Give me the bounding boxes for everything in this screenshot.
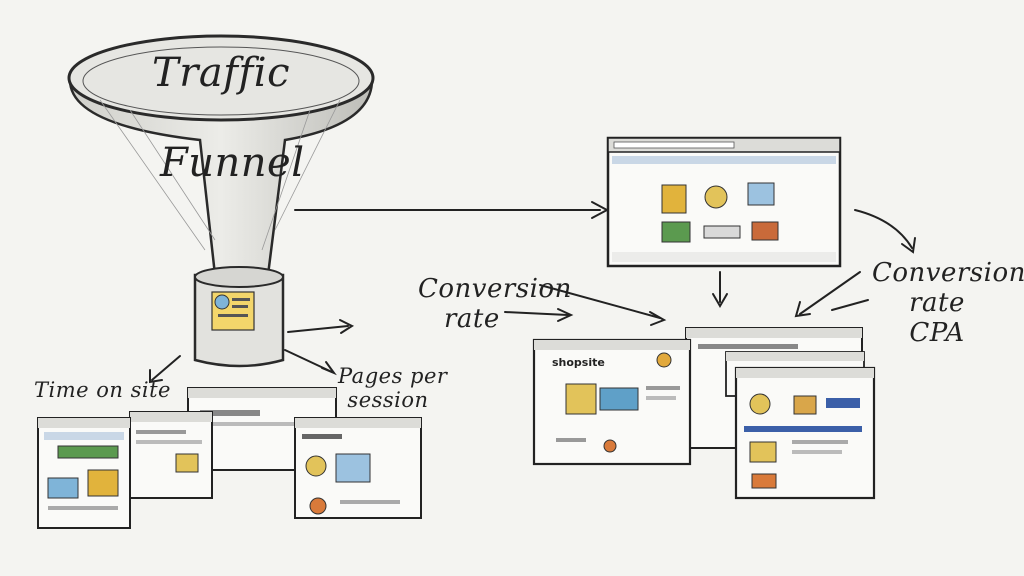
pages-per-session-label: Pages per session [338,364,448,412]
conversion-rate-left-line2: rate [444,304,500,334]
pages-per-session-line2: session [347,388,429,412]
conversion-right-line1: Conversion [872,258,1024,288]
conversion-right-line3: CPA [909,318,965,348]
browser-window-icon [37,387,422,529]
funnel-top-label: Traffic [152,50,290,96]
conversion-rate-left-label: Conversion rate [418,274,572,334]
conversion-rate-cpa-label: Conversion rate CPA [872,258,1024,348]
time-on-site-label: Time on site [34,378,171,402]
pages-per-session-line1: Pages per [338,364,448,388]
browser-window-icon: shopsite [532,327,876,500]
site-logo: shopsite [552,356,605,369]
funnel-icon [67,34,375,368]
arrow-icon [149,201,916,384]
funnel-body-label: Funnel [160,140,305,186]
browser-window-icon [606,136,842,268]
conversion-rate-left-line1: Conversion [418,274,572,304]
conversion-right-line2: rate [909,288,965,318]
globe-icon [211,291,255,331]
